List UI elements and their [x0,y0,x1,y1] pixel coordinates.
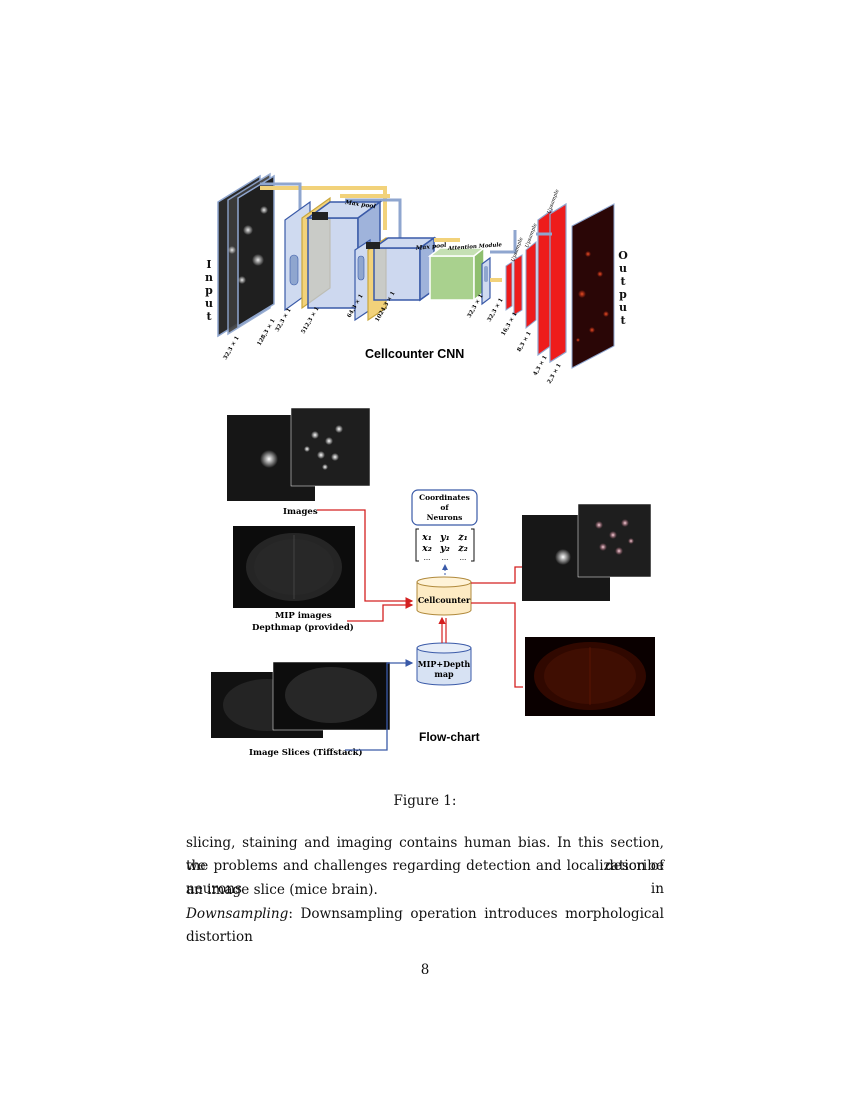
maxpool-1-label: Max pool [344,199,377,210]
coord-label-1: Coordinates [419,493,470,502]
input-volume [217,172,275,338]
dim-label: 512,3 × 1 [301,306,321,335]
body-line-4: Downsampling: Downsampling operation int… [186,903,664,949]
dim-label: 32,3 × 1 [487,297,505,323]
output-label: O u t p u t [618,249,628,327]
flowchart: Images MIP images Depthmap (provided) Im… [211,407,655,758]
page-number: 8 [420,962,430,978]
body-line-1: slicing, staining and imaging contains h… [186,835,664,874]
bottleneck-block [481,256,502,306]
matrix-cell: y₁ [439,532,450,543]
matrix-cell: y₂ [439,543,450,554]
input-label: I n p u t [205,258,213,323]
mip-label-2: Depthmap (provided) [252,622,354,633]
attention-module [427,238,487,302]
cellcounter-node [416,576,472,616]
figure-caption: Figure 1: [393,793,457,809]
coord-label-2: of [440,503,449,512]
dim-label: 8,3 × 1 [517,331,533,353]
mip-depth-label-1: MIP+Depth [418,659,471,669]
output-images [522,503,652,601]
body-line-2: the problems and challenges regarding de… [186,858,664,897]
input-images [227,407,371,501]
coordinates-box [411,489,478,526]
cnn-diagram: Max pool Max pool Attention Module Upsam… [217,172,615,385]
downsampling-term: Downsampling [186,906,289,922]
output-heatmap [525,637,655,716]
matrix-cell: z₁ [457,532,468,543]
body-line-4-text: : Downsampling operation introduces morp… [186,906,664,945]
mip-depth-node [416,642,472,686]
image-slices [211,661,391,738]
matrix-cell: ... [424,554,431,562]
upsample-layers [490,202,567,364]
slices-label: Image Slices (Tiffstack) [249,747,363,758]
attention-label: Attention Module [447,242,503,252]
maxpool-2-label: Max pool [414,242,447,252]
images-label: Images [283,507,318,517]
dim-label: 2,3 × 1 [547,363,563,385]
matrix-cell: ... [460,554,467,562]
flowchart-title: Flow-chart [419,730,480,744]
body-line-3: an image slice (mice brain). [186,882,378,898]
matrix-cell: ... [442,554,449,562]
mip-depth-label-2: map [434,669,454,679]
coord-label-3: Neurons [427,513,463,522]
mip-image [233,526,355,608]
dim-label: 16,3 × 1 [501,311,519,337]
matrix-cell: z₂ [457,543,468,554]
dim-label: 32,3 × 1 [275,307,293,333]
dim-label: 4,3 × 1 [533,355,549,377]
coordinate-matrix: x₁ y₁ z₁ x₂ y₂ z₂ ... ... ... [415,528,475,562]
cnn-title: Cellcounter CNN [365,347,464,361]
cellcounter-label: Cellcounter [418,595,471,605]
dim-label: 128,3 × 1 [257,318,277,347]
matrix-cell: x₂ [421,543,432,554]
output-volume [571,203,615,369]
mip-label-1: MIP images [275,611,332,621]
matrix-cell: x₁ [421,532,432,543]
dim-label: 32,3 × 1 [223,335,241,361]
